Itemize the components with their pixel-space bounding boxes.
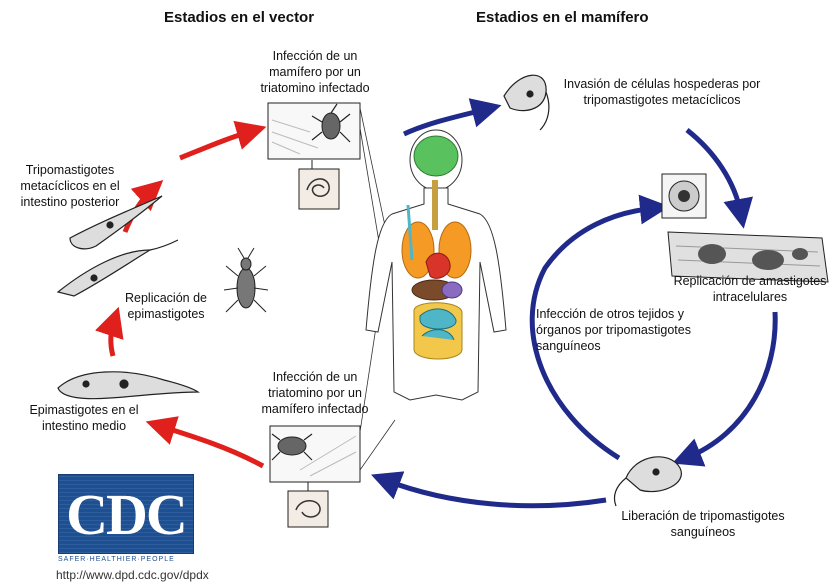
invasion-trypomastigote xyxy=(504,75,549,130)
epimastigotes xyxy=(58,372,198,399)
label-infection-mammal: Infección de un mamífero por un triatomi… xyxy=(247,48,383,96)
red-arrow-to-replication xyxy=(111,321,114,356)
label-infection-triatomine: Infección de un triatomino por un mamífe… xyxy=(250,369,380,417)
human-figure xyxy=(366,130,506,400)
cdc-tagline: SAFER·HEALTHIER·PEOPLE xyxy=(58,556,194,563)
bug-biting-inset-top xyxy=(268,103,360,209)
blue-arrow-to-invasion xyxy=(404,109,487,134)
metacyclic-trypomastigotes xyxy=(58,196,178,296)
cdc-logo-box: CDC xyxy=(58,474,194,554)
blue-arrow-to-infection-triatomine xyxy=(385,480,606,506)
cdc-url: http://www.dpd.cdc.gov/dpdx xyxy=(56,568,209,582)
host-cell-inset xyxy=(662,174,706,218)
triatomine-bug xyxy=(224,248,268,312)
bug-feeding-inset-bottom xyxy=(270,426,360,527)
cdc-logo: CDC SAFER·HEALTHIER·PEOPLE xyxy=(58,474,194,563)
red-arrow-to-epimastigotes xyxy=(160,426,263,466)
blue-arrow-to-release xyxy=(686,312,775,458)
label-infection-tissues: Infección de otros tejidos y órganos por… xyxy=(536,306,696,354)
label-metacyclic-hindgut: Tripomastigotes metacíclicos en el intes… xyxy=(6,162,134,210)
label-release-trypomastigotes: Liberación de tripomastigotes sanguíneos xyxy=(605,508,801,540)
label-replication-epimastigotes: Replicación de epimastigotes xyxy=(110,290,222,322)
label-invasion: Invasión de células hospederas por tripo… xyxy=(552,76,772,108)
label-epimastigotes-midgut: Epimastigotes en el intestino medio xyxy=(14,402,154,434)
red-arrow-to-infection-mammal xyxy=(180,131,252,158)
bloodstream-trypomastigote xyxy=(614,457,681,506)
cdc-logo-text: CDC xyxy=(66,481,186,548)
label-replication-amastigotes: Replicación de amastigotes intracelulare… xyxy=(668,273,832,305)
